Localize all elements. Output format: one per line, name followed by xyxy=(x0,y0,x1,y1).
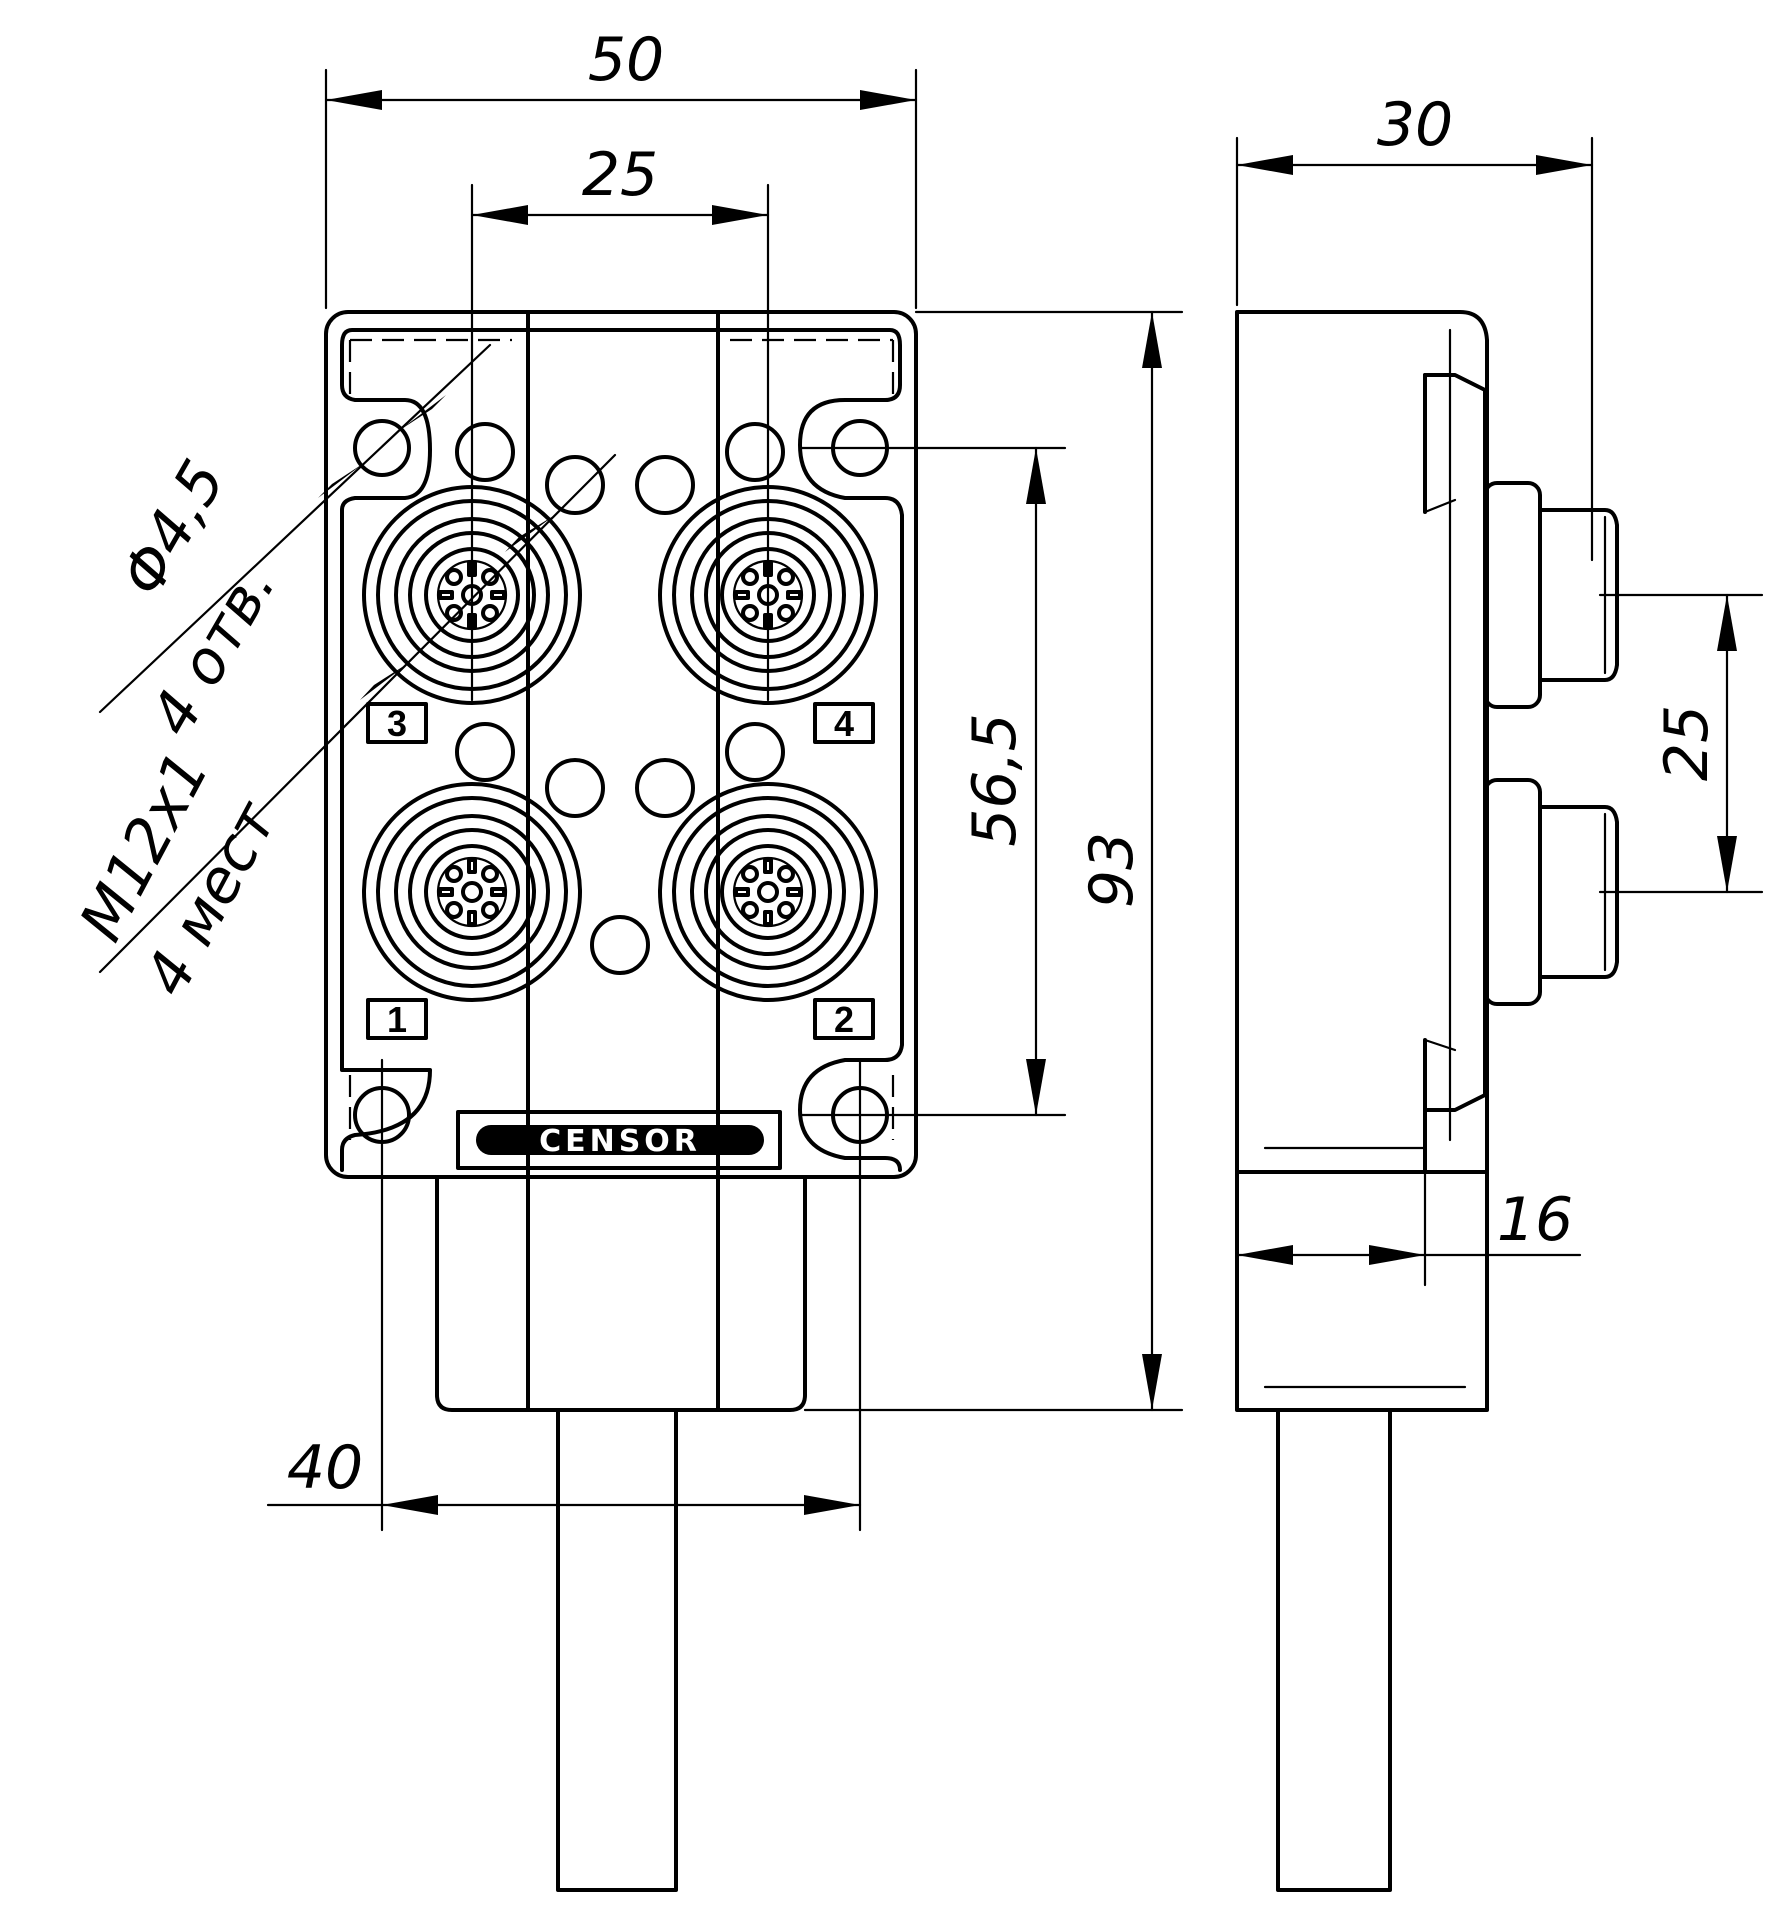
logo-plate: CENSOR xyxy=(456,1110,782,1170)
side-connector-upper xyxy=(1483,481,1619,709)
port-label-1: 1 xyxy=(366,998,428,1040)
dim-50: 50 xyxy=(588,25,664,95)
side-connector-lower xyxy=(1483,778,1619,1006)
svg-text:1: 1 xyxy=(387,999,407,1040)
front-view: 1 2 3 4 CENSOR 50 xyxy=(66,25,1184,1892)
svg-text:4: 4 xyxy=(834,703,854,744)
svg-text:3: 3 xyxy=(387,703,407,744)
port-label-3: 3 xyxy=(366,702,428,744)
side-cable xyxy=(1276,1408,1392,1892)
side-view: 30 25 16 xyxy=(1235,90,1764,1892)
dim-25-front: 25 xyxy=(582,140,658,210)
cable xyxy=(556,1408,678,1892)
dim-56-5: 56,5 xyxy=(960,713,1030,847)
svg-text:2: 2 xyxy=(834,999,854,1040)
m12-connector-2 xyxy=(658,782,878,1002)
port-label-2: 2 xyxy=(813,998,875,1040)
dim-25-side: 25 xyxy=(1652,705,1722,781)
m12-connector-1 xyxy=(362,782,582,1002)
housing-outline xyxy=(324,310,918,1179)
dim-40: 40 xyxy=(287,1433,363,1503)
dim-16: 16 xyxy=(1497,1185,1573,1255)
port-label-4: 4 xyxy=(813,702,875,744)
svg-text:CENSOR: CENSOR xyxy=(539,1124,701,1159)
dim-30: 30 xyxy=(1377,90,1453,160)
dim-93: 93 xyxy=(1077,832,1147,908)
mounting-hole xyxy=(353,419,411,477)
